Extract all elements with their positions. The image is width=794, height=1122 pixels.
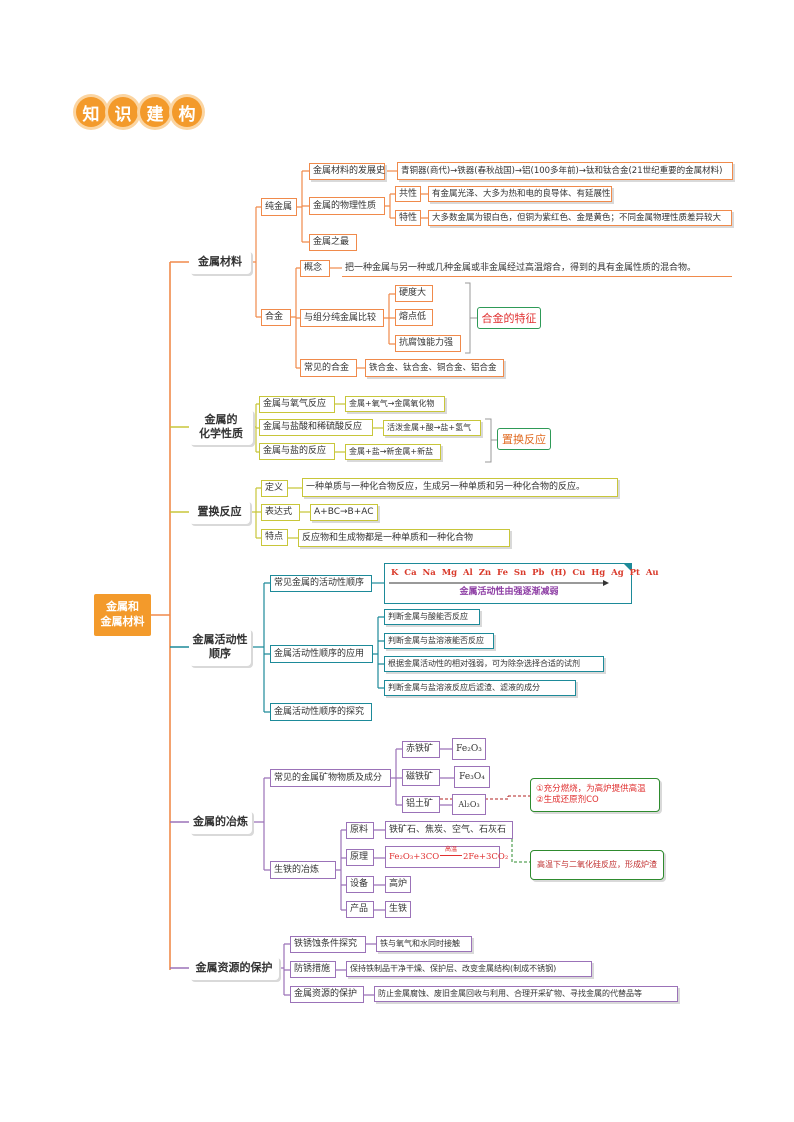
equation-bar: [440, 855, 462, 856]
node-definition: 定义: [261, 480, 288, 497]
salt-reaction-value: 金属+盐→新金属+新盐: [345, 444, 441, 460]
node-rust-explore: 铁锈蚀条件探究: [290, 936, 366, 953]
ore-magnetite: 磁铁矿: [402, 769, 440, 786]
definition-value: 一种单质与一种化合物反应，生成另一种单质和另一种化合物的反应。: [302, 478, 618, 497]
node-physical: 金属的物理性质: [309, 197, 385, 215]
special-trait-value: 大多数金属为银白色，但铜为紫红色、金是黄色；不同金属物理性质差异较大: [428, 210, 732, 226]
node-product: 产品: [346, 901, 374, 918]
expression-value: A+BC→B+AC: [310, 504, 378, 521]
node-equipment: 设备: [346, 876, 374, 893]
node-salt-reaction: 金属与盐的反应: [259, 443, 335, 460]
root-node: 金属和 金属材料: [94, 594, 151, 636]
node-metal-best: 金属之最: [309, 234, 357, 251]
equipment-value: 高炉: [385, 876, 411, 893]
node-ores: 常见的金属矿物物质及成分: [270, 769, 391, 787]
equation-right: 2Fe+3CO₂: [463, 852, 509, 862]
alloy-traits-title: 合金的特征: [477, 307, 541, 329]
ore-bauxite: 铝土矿: [402, 796, 440, 813]
raw-materials-value: 铁矿石、焦炭、空气、石灰石: [385, 821, 513, 839]
feature-value: 反应物和生成物都是一种单质和一种化合物: [298, 529, 510, 547]
node-displacement: 置换反应: [189, 500, 250, 524]
product-value: 生铁: [385, 901, 411, 918]
node-alloy-concept: 概念: [300, 260, 330, 277]
node-smelting: 金属的冶炼: [189, 810, 252, 834]
node-activity-explore: 金属活动性顺序的探究: [270, 703, 372, 721]
activity-arrow: [389, 580, 609, 586]
node-special-trait: 特性: [395, 210, 421, 226]
resource-protection-value: 防止金属腐蚀、废旧金属回收与利用、合理开采矿物、寻找金属的代替品等: [374, 986, 678, 1002]
node-activity-application: 金属活动性顺序的应用: [270, 645, 373, 663]
node-principle: 原理: [346, 849, 374, 866]
rust-explore-value: 铁与氧气和水同时接触: [376, 936, 472, 952]
alloy-concept-value: 把一种金属与另一种或几种金属或非金属经过高温熔合，得到的具有金属性质的混合物。: [342, 260, 732, 277]
rust-prevention-value: 保持铁制品干净干燥、保护层、改变金属结构(制成不锈钢): [346, 961, 592, 977]
principle-equation: Fe₂O₃+3CO 高温 2Fe+3CO₂: [385, 846, 508, 868]
application-item-2: 判断金属与盐溶液能否反应: [384, 633, 494, 649]
node-rust-prevention: 防锈措施: [290, 961, 336, 978]
acid-reaction-value: 活泼金属+酸→盐+氢气: [383, 420, 481, 436]
history-value: 青铜器(商代)→铁器(春秋战国)→铝(100多年前)→钛和钛合金(21世纪重要的…: [397, 162, 733, 180]
title-char-2: 识: [108, 97, 138, 127]
alloy-trait-hard: 硬度大: [395, 285, 433, 302]
activity-series: K Ca Na Mg Al Zn Fe Sn Pb (H) Cu Hg Ag P…: [391, 568, 659, 578]
application-item-3: 根据金属活动性的相对强弱，可为除杂选择合适的试剂: [384, 656, 604, 672]
node-history: 金属材料的发展史: [309, 163, 385, 180]
node-common-alloys: 常见的合金: [300, 359, 357, 377]
ore-hematite: 赤铁矿: [402, 741, 440, 758]
equation-left: Fe₂O₃+3CO: [389, 852, 440, 862]
node-alloy-compare: 与组分纯金属比较: [300, 309, 384, 327]
node-activity: 金属活动性 顺序: [189, 628, 251, 666]
common-alloys-value: 铁合金、钛合金、铜合金、铝合金: [365, 359, 504, 377]
node-acid-reaction: 金属与盐酸和稀硫酸反应: [259, 419, 373, 436]
node-activity-order: 常见金属的活动性顺序: [270, 575, 372, 592]
ore-bauxite-formula: Al₂O₃: [452, 794, 486, 815]
node-common-trait: 共性: [395, 186, 421, 202]
application-item-4: 判断金属与盐溶液反应后滤渣、滤液的成分: [384, 680, 576, 696]
activity-caption: 金属活动性由强逐渐减弱: [459, 587, 559, 597]
alloy-trait-corrosion: 抗腐蚀能力强: [395, 335, 461, 352]
note-coke-role: ①充分燃烧，为高炉提供高温 ②生成还原剂CO: [530, 778, 660, 812]
displacement-summary: 置换反应: [497, 428, 551, 450]
node-expression: 表达式: [261, 504, 300, 521]
ore-magnetite-formula: Fe₃O₄: [454, 766, 490, 788]
node-feature: 特点: [261, 529, 288, 546]
node-materials: 金属材料: [189, 250, 251, 274]
ore-hematite-formula: Fe₂O₃: [452, 738, 486, 760]
node-resource-protection: 金属资源的保护: [290, 986, 364, 1003]
activity-order-panel: K Ca Na Mg Al Zn Fe Sn Pb (H) Cu Hg Ag P…: [384, 563, 659, 604]
title-char-1: 知: [76, 97, 106, 127]
node-raw-materials: 原料: [346, 822, 374, 839]
alloy-trait-melt: 熔点低: [395, 309, 433, 326]
oxygen-reaction-value: 金属+氧气→金属氧化物: [345, 396, 445, 412]
common-trait-value: 有金属光泽、大多为热和电的良导体、有延展性: [428, 186, 612, 202]
note-limestone-role: 高温下与二氧化硅反应，形成炉渣: [530, 850, 664, 880]
equation-condition: 高温: [444, 846, 457, 853]
node-alloy: 合金: [261, 309, 291, 326]
application-item-1: 判断金属与酸能否反应: [384, 609, 480, 625]
panel-fold-corner: [624, 564, 631, 571]
node-chemical: 金属的 化学性质: [189, 409, 253, 445]
title-char-4: 构: [172, 97, 202, 127]
node-iron-smelting: 生铁的冶炼: [270, 861, 336, 879]
title-char-3: 建: [140, 97, 170, 127]
node-pure-metal: 纯金属: [261, 198, 297, 216]
node-protection: 金属资源的保护: [189, 956, 279, 980]
node-oxygen-reaction: 金属与氧气反应: [259, 396, 335, 413]
